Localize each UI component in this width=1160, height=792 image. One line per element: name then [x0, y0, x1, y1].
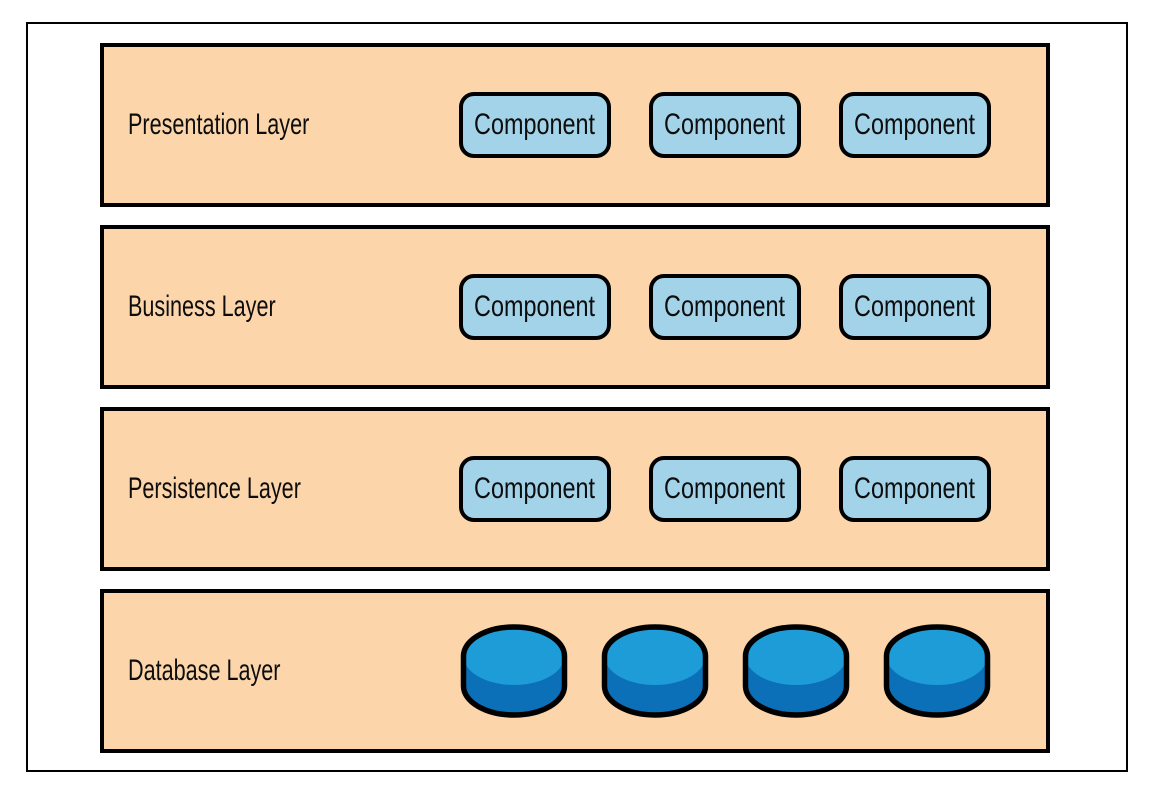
database-row [460, 623, 991, 719]
component-row: Component Component Component [459, 92, 991, 158]
layers-stack: Presentation Layer Component Component C… [100, 43, 1050, 753]
layer-business: Business Layer Component Component Compo… [100, 225, 1050, 389]
layer-presentation: Presentation Layer Component Component C… [100, 43, 1050, 207]
layer-database: Database Layer [100, 589, 1050, 753]
component-label: Component [854, 472, 976, 505]
database-cylinder-icon [460, 624, 568, 718]
component-box: Component [459, 92, 611, 158]
component-box: Component [649, 274, 801, 340]
component-box: Component [839, 92, 991, 158]
component-row: Component Component Component [459, 456, 991, 522]
component-label: Component [664, 108, 786, 141]
component-box: Component [649, 92, 801, 158]
component-box: Component [839, 274, 991, 340]
database-cylinder-icon [742, 624, 850, 718]
component-box: Component [459, 274, 611, 340]
component-box: Component [459, 456, 611, 522]
layer-label-business: Business Layer [128, 290, 276, 323]
diagram-frame: Presentation Layer Component Component C… [26, 22, 1128, 772]
layer-label-presentation: Presentation Layer [128, 108, 310, 141]
component-label: Component [474, 472, 596, 505]
layer-label-persistence: Persistence Layer [128, 472, 301, 505]
component-box: Component [649, 456, 801, 522]
component-label: Component [474, 290, 596, 323]
component-row: Component Component Component [459, 274, 991, 340]
component-label: Component [474, 108, 596, 141]
component-label: Component [664, 290, 786, 323]
component-label: Component [854, 290, 976, 323]
layer-persistence: Persistence Layer Component Component Co… [100, 407, 1050, 571]
component-box: Component [839, 456, 991, 522]
database-cylinder-icon [883, 624, 991, 718]
component-label: Component [664, 472, 786, 505]
component-label: Component [854, 108, 976, 141]
database-cylinder-icon [601, 624, 709, 718]
layer-label-database: Database Layer [128, 654, 281, 687]
